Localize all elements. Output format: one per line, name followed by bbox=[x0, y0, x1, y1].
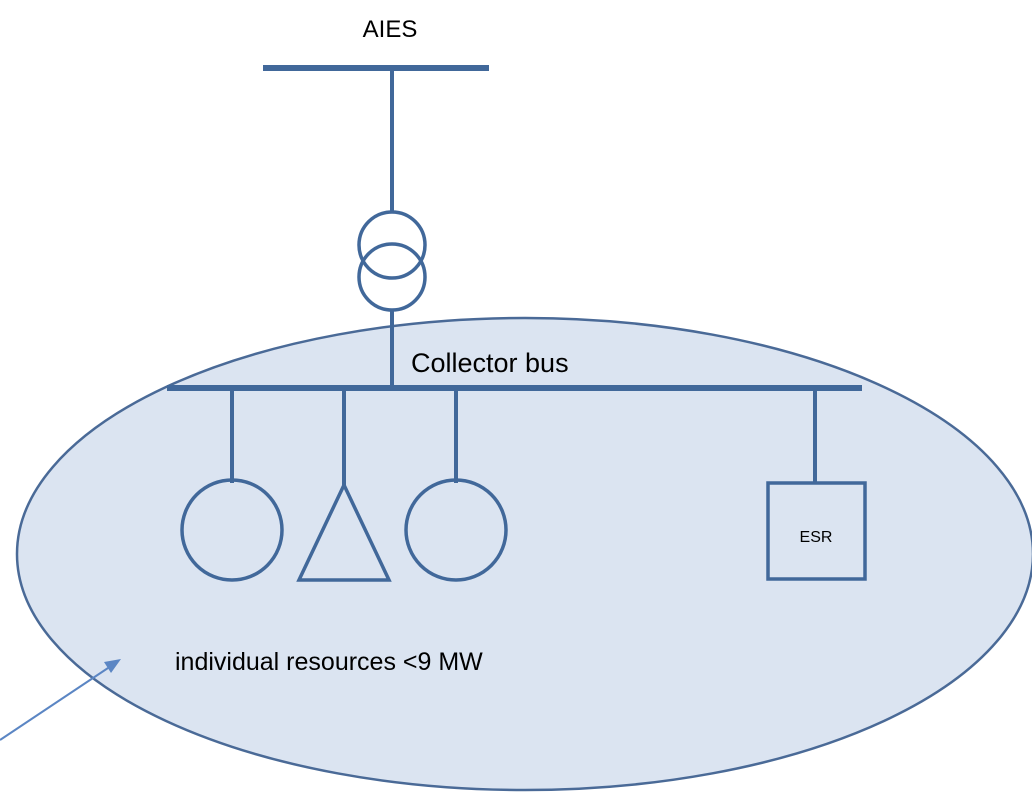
region-note: individual resources <9 MW bbox=[175, 648, 483, 676]
grid-label: AIES bbox=[363, 16, 418, 43]
plant-boundary-ellipse bbox=[15, 316, 1032, 792]
generator-circle-icon bbox=[180, 478, 284, 582]
collector-bus-label: Collector bus bbox=[411, 348, 569, 378]
generator-triangle-icon bbox=[296, 480, 392, 582]
generator-circle-icon bbox=[404, 478, 508, 582]
pointer-arrow bbox=[0, 659, 121, 741]
storage-label: ESR bbox=[800, 529, 833, 546]
storage-box bbox=[766, 481, 867, 581]
transformer-icon bbox=[357, 210, 427, 312]
